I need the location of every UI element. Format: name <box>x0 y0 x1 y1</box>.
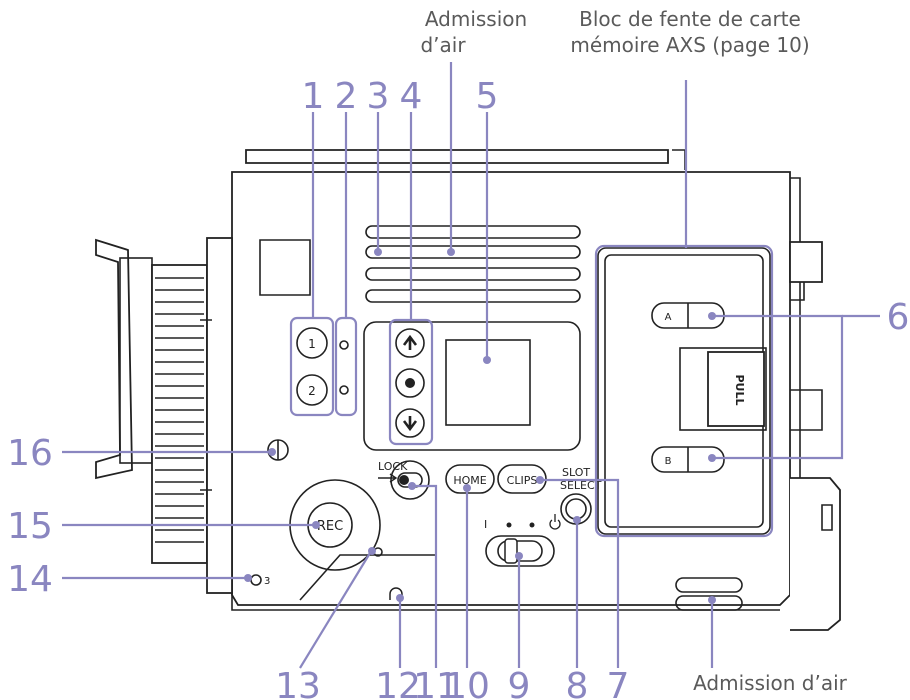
tally-number: 3 <box>264 576 270 587</box>
callout-7: 7 <box>607 666 630 700</box>
callout-11: 11 <box>413 666 459 700</box>
callout-9: 9 <box>508 666 531 700</box>
slot-select-label-2: SELECT <box>560 479 602 492</box>
down-button[interactable] <box>395 408 425 438</box>
leader-lines <box>62 62 880 669</box>
power-position-dot-1 <box>506 522 512 528</box>
callout-2: 2 <box>335 76 358 117</box>
air-intake-top-caption-line2: d’air <box>420 33 466 57</box>
slot-b-label: B <box>665 456 672 467</box>
standby-icon <box>549 514 561 530</box>
power-on-label: I <box>484 518 487 531</box>
pull-tab-label: PULL <box>733 374 746 405</box>
assignable-buttons: 1 2 <box>296 327 349 406</box>
lock-switch-knob <box>399 475 409 485</box>
up-button[interactable] <box>395 328 425 358</box>
air-intake-vent-bottom-2 <box>675 595 743 611</box>
lens-mount <box>95 237 233 594</box>
slot-a-label: A <box>665 312 672 323</box>
assignable-indicator-1 <box>339 340 349 350</box>
callout-3: 3 <box>367 76 390 117</box>
air-intake-bottom-caption: Admission d’air <box>693 671 848 695</box>
set-button[interactable] <box>395 368 425 398</box>
clips-label: CLIPS <box>507 474 538 487</box>
lock-switch-housing <box>390 460 430 500</box>
memory-card-slot-block: A PULL B <box>597 247 771 535</box>
callout-1: 1 <box>302 76 325 117</box>
callout-10: 10 <box>444 666 490 700</box>
pull-tab[interactable] <box>679 347 767 431</box>
down-arrow-icon <box>402 416 418 432</box>
card-slot-caption-line2: mémoire AXS (page 10) <box>570 33 809 57</box>
pull-tab-face <box>707 351 765 427</box>
callout-16: 16 <box>7 433 53 474</box>
assignable-button-2[interactable] <box>296 374 328 406</box>
set-dot-icon <box>405 378 415 388</box>
home-button[interactable] <box>445 464 495 494</box>
callout-5: 5 <box>476 76 499 117</box>
assignable-button-1-label: 1 <box>308 337 316 351</box>
card-slot-caption-line1: Bloc de fente de carte <box>579 7 801 31</box>
headphone-icon <box>389 587 403 600</box>
callout-13: 13 <box>275 666 321 700</box>
home-label: HOME <box>453 474 486 487</box>
callout-6: 6 <box>887 297 910 338</box>
air-intake-vents-top <box>365 225 581 303</box>
callout-12: 12 <box>375 666 421 700</box>
rec-label: REC <box>317 519 343 534</box>
menu-buttons <box>395 328 425 438</box>
up-arrow-icon <box>402 334 418 350</box>
callout-15: 15 <box>7 506 53 547</box>
slot-select-label-1: SLOT <box>562 466 590 479</box>
callout-4: 4 <box>400 76 423 117</box>
power-position-dot-2 <box>529 522 535 528</box>
callout-8: 8 <box>566 666 589 700</box>
callout-14: 14 <box>7 559 53 600</box>
power-switch-knob <box>504 538 518 564</box>
assignable-button-1[interactable] <box>296 327 328 359</box>
assignable-indicator-2 <box>339 385 349 395</box>
air-intake-top-caption-line1: Admission <box>425 7 527 31</box>
assignable-button-2-label: 2 <box>308 384 316 398</box>
lower-controls: LOCK HOME CLIPS SLOT SELECT I REC <box>250 439 743 611</box>
air-intake-vent-bottom-1 <box>675 577 743 593</box>
